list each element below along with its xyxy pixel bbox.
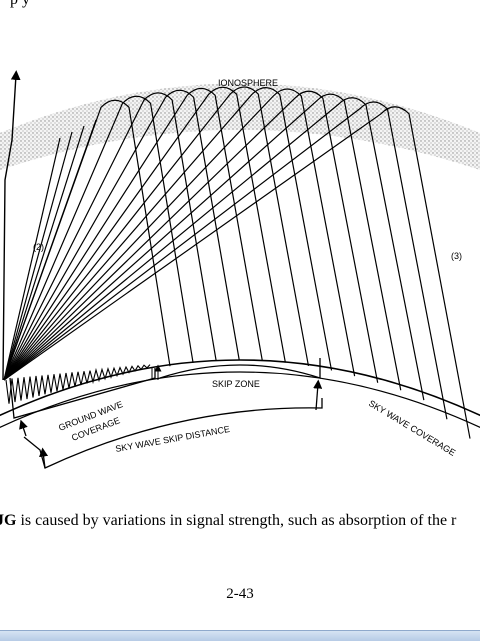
ground-wave-zigzag [5,364,151,404]
sky-wave-ray [3,106,471,439]
ray-2-label: (2) [33,242,44,252]
sky-wave-ray [3,92,217,381]
top-text-fragment: p y [10,0,30,9]
ionosphere-band [0,83,480,170]
sky-wave-ray [3,90,379,383]
skip-zone-bracket [159,358,321,379]
sky-wave-ray [3,88,356,381]
ground-wave-coverage-bracket-inner [151,368,158,380]
sky-wave-ray [3,137,61,381]
escaping-vertical-ray [2,70,21,381]
sky-wave-ray [3,131,73,381]
ray-3-label: (3) [451,251,462,261]
page-number: 2-43 [226,586,254,602]
sky-wave-rays [3,86,471,439]
sky-wave-ray [3,86,286,381]
sky-wave-skip-distance-label: SKY WAVE SKIP DISTANCE [115,424,231,454]
window-bottom-bar [0,630,480,641]
sky-wave-ray [3,119,97,381]
earth-surface-inner [0,371,480,429]
skip-zone-label: SKIP ZONE [212,379,260,389]
skip-zone-arrow [313,379,323,411]
coverage-left-arrow [19,419,28,437]
earth-surface-outer [0,359,480,417]
skip-distance-left-arrow [39,447,49,469]
ionosphere-label: IONOSPHERE [218,78,278,88]
body-paragraph-text: JG is caused by variations in signal str… [0,512,456,530]
body-bold-term: JG [0,512,17,529]
sky-wave-ray [3,99,171,381]
sky-wave-coverage-label: SKY WAVE COVERAGE [367,398,457,458]
sky-wave-ray [3,86,310,381]
sky-wave-ray [3,125,85,381]
sky-wave-ray [3,93,402,391]
sky-wave-ray [3,87,263,381]
sky-wave-ray [3,89,240,381]
body-sentence: is caused by variations in signal streng… [16,512,457,529]
sky-wave-ray [3,87,333,381]
sky-wave-propagation-diagram: IONOSPHERE (2) (3) SKIP ZONE GROUND WAVE… [0,70,480,469]
sky-wave-skip-distance-bracket [23,398,323,469]
sky-wave-ray [3,95,194,381]
ground-wave-coverage-bracket [9,368,156,419]
